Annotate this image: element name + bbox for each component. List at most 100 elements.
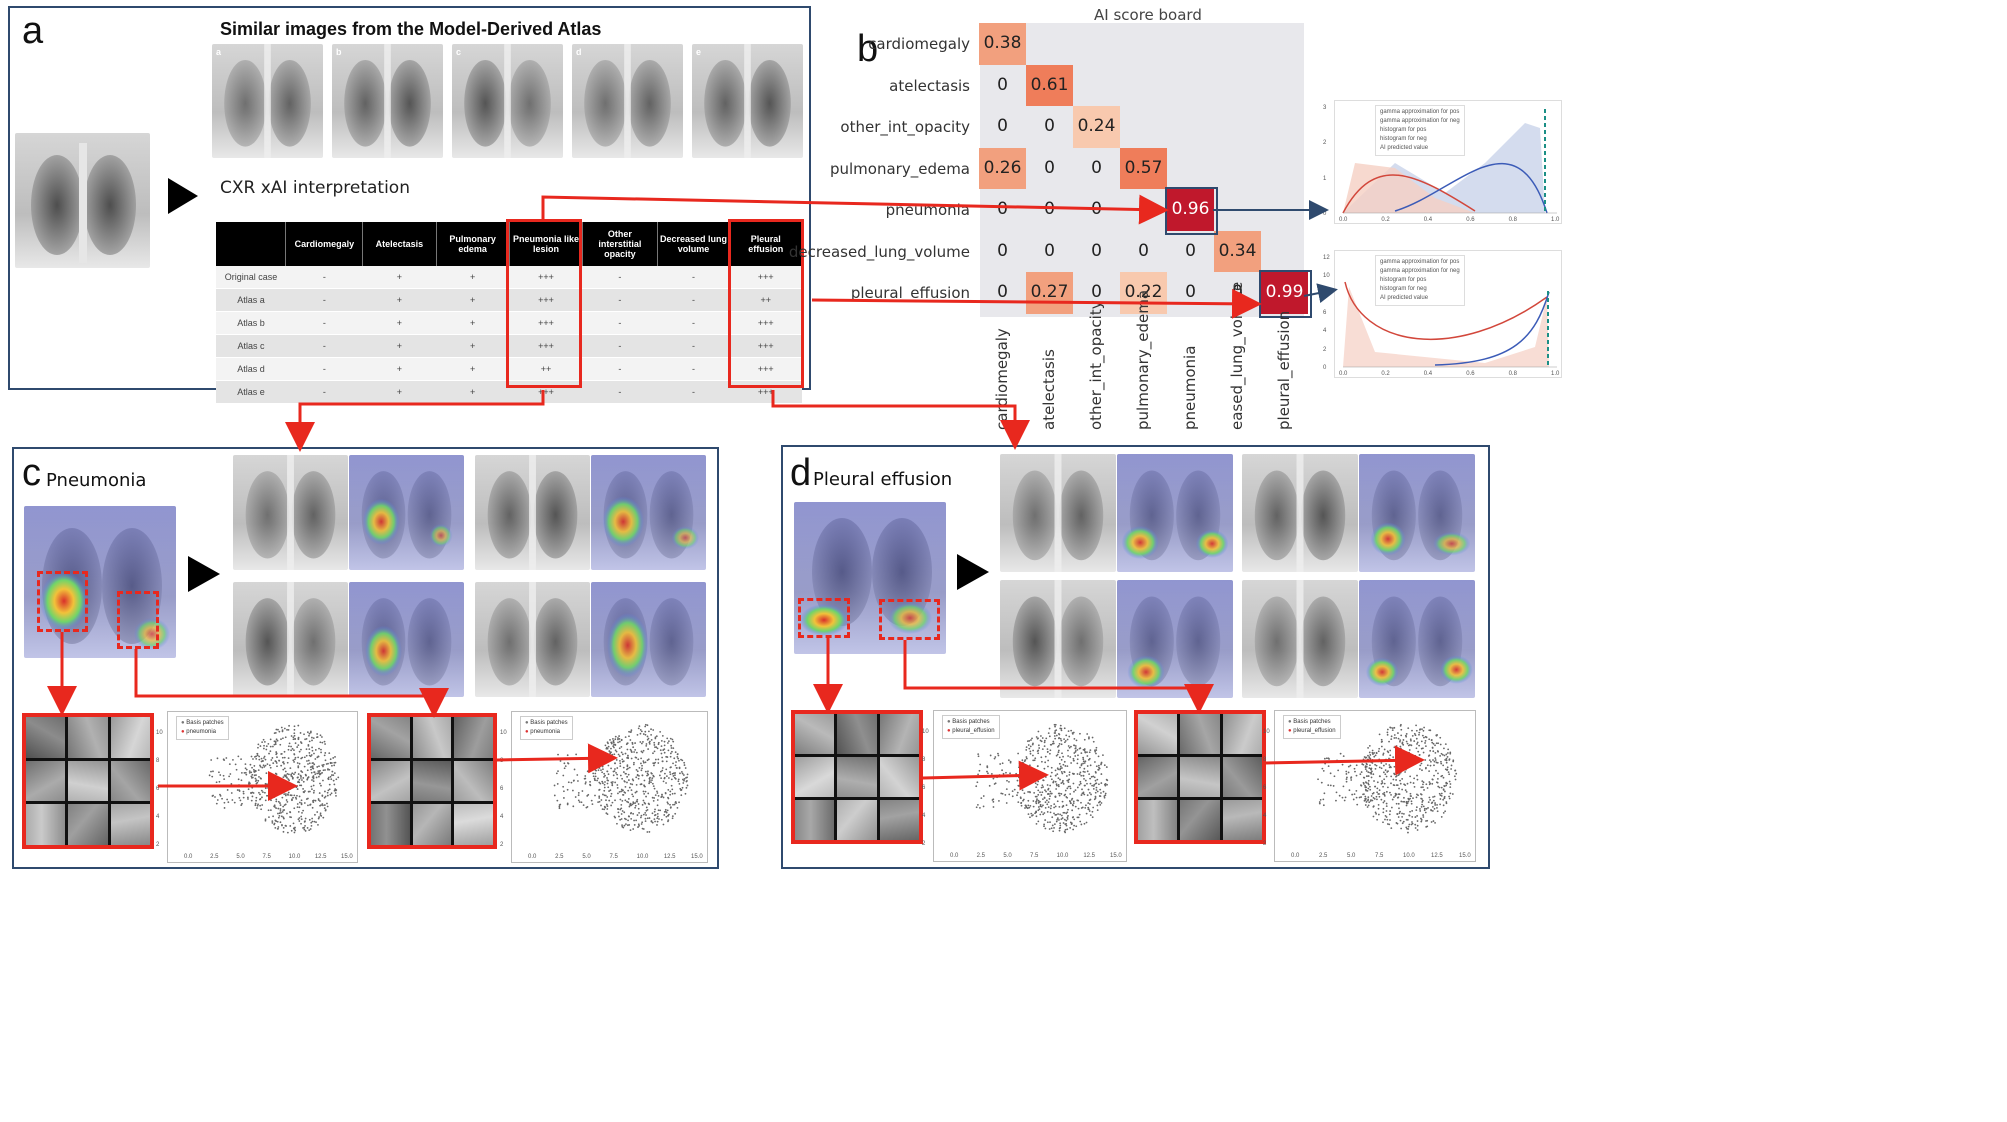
table-cell: - bbox=[285, 334, 363, 358]
atlas-thumb-b: b bbox=[332, 44, 443, 158]
scoreboard-row-label: atelectasis bbox=[889, 76, 970, 95]
panel-c-label: c bbox=[22, 452, 41, 494]
histogram-ytick: 2 bbox=[1323, 140, 1327, 147]
table-cell: - bbox=[657, 357, 731, 381]
patch-tile bbox=[879, 757, 919, 797]
histogram-xtick: 1.0 bbox=[1551, 217, 1560, 223]
table-header-cell: Cardiomegaly bbox=[285, 222, 364, 266]
table-cell: Atlas c bbox=[216, 334, 286, 358]
table-cell: + bbox=[436, 357, 510, 381]
scatter-xtick: 5.0 bbox=[582, 854, 591, 860]
scatter-xtick: 0.0 bbox=[1291, 853, 1300, 859]
scoreboard-col-label: pulmonary_edema bbox=[1134, 289, 1152, 430]
pneumonia-column-highlight bbox=[506, 219, 582, 388]
table-cell: - bbox=[285, 380, 363, 404]
scatter-xtick: 7.5 bbox=[1375, 853, 1384, 859]
scatter-ytick: 8 bbox=[922, 757, 926, 763]
scatter-legend: ● Basis patches● pleural_effusion bbox=[942, 715, 1000, 739]
scatter-ytick: 4 bbox=[1263, 813, 1267, 819]
scatter-xtick: 2.5 bbox=[976, 853, 985, 859]
scoreboard-cell: 0 bbox=[1091, 199, 1102, 219]
similar-xray bbox=[475, 582, 590, 697]
effusion-patch-grid-1 bbox=[791, 710, 923, 844]
histogram-ytick: 10 bbox=[1323, 273, 1330, 280]
patch-tile bbox=[26, 717, 66, 758]
scatter-xtick: 12.5 bbox=[1083, 853, 1096, 859]
scoreboard-col-label: cardiomegaly bbox=[993, 327, 1011, 430]
scatter-xtick: 2.5 bbox=[210, 854, 219, 860]
arrow-right-icon bbox=[168, 178, 198, 214]
histogram-xtick: 0.8 bbox=[1508, 371, 1517, 377]
patch-tile bbox=[1138, 714, 1178, 754]
patch-tile bbox=[837, 800, 877, 840]
interp-title: CXR xAI interpretation bbox=[220, 178, 410, 198]
histogram-legend-item: AI predicted value bbox=[1380, 295, 1429, 301]
scatter-legend-text: Basis patches bbox=[1293, 719, 1331, 725]
scatter-ytick: 6 bbox=[500, 786, 504, 792]
table-cell: +++ bbox=[509, 288, 583, 312]
panel-b-label: b bbox=[857, 28, 879, 70]
effusion-patch-grid-2 bbox=[1134, 710, 1266, 844]
scoreboard-cell: 0.38 bbox=[979, 23, 1026, 65]
scoreboard-row-label: pleural_effusion bbox=[850, 284, 970, 302]
panel-a-label: a bbox=[22, 10, 44, 52]
scatter-ytick: 10 bbox=[500, 730, 507, 736]
table-header-cell: Pulmonary edema bbox=[436, 222, 510, 266]
table-header-cell: Other interstitial opacity bbox=[582, 222, 658, 266]
scoreboard-title: AI score board bbox=[1094, 6, 1202, 24]
similar-xray bbox=[1000, 454, 1116, 572]
similar-heatmap bbox=[591, 455, 706, 570]
table-cell: - bbox=[657, 334, 731, 358]
patch-tile bbox=[110, 804, 150, 845]
scoreboard-cell: 0.27 bbox=[1026, 272, 1073, 314]
patch-tile bbox=[879, 800, 919, 840]
table-row: Atlas c-+++++--+++ bbox=[216, 334, 802, 358]
scatter-xtick: 5.0 bbox=[1347, 853, 1356, 859]
histogram-ytick: 12 bbox=[1323, 255, 1330, 261]
scoreboard-row-label: cardiomegaly bbox=[868, 35, 970, 53]
scoreboard-col-label: atelectasis bbox=[1040, 348, 1058, 430]
table-cell: + bbox=[436, 288, 510, 312]
table-cell: +++ bbox=[509, 334, 583, 358]
table-cell: +++ bbox=[509, 311, 583, 335]
histogram-ytick: 8 bbox=[1323, 291, 1327, 298]
histogram-ytick: 0 bbox=[1323, 365, 1327, 371]
scoreboard-col-label: other_int_opacity bbox=[1087, 299, 1105, 430]
patch-tile bbox=[837, 757, 877, 797]
histogram-xtick: 0.4 bbox=[1423, 371, 1433, 377]
table-cell: - bbox=[657, 380, 731, 404]
histogram-xtick: 0.2 bbox=[1381, 371, 1390, 377]
table-header-cell bbox=[216, 222, 287, 266]
table-cell: Original case bbox=[216, 266, 286, 289]
scoreboard-col-label: pneumonia bbox=[1181, 345, 1199, 430]
scatter-xtick: 5.0 bbox=[1003, 853, 1012, 859]
table-cell: + bbox=[362, 288, 437, 312]
table-header-cell: Decreased lung volume bbox=[657, 222, 731, 266]
table-cell: Atlas a bbox=[216, 288, 286, 312]
patch-tile bbox=[1222, 757, 1262, 797]
histogram-ytick: 0 bbox=[1323, 211, 1327, 217]
panel-c-title: Pneumonia bbox=[46, 470, 147, 491]
atlas-title: Similar images from the Model-Derived At… bbox=[220, 19, 602, 39]
scatter-ytick: 10 bbox=[922, 729, 929, 735]
scoreboard-cell: 0.24 bbox=[1073, 106, 1120, 148]
table-row: Atlas d-++++--+++ bbox=[216, 357, 802, 381]
scatter-ytick: 2 bbox=[1263, 841, 1267, 847]
scoreboard-cell: 0 bbox=[997, 282, 1008, 302]
similar-xray bbox=[1242, 580, 1358, 698]
similar-xray bbox=[475, 455, 590, 570]
histogram-legend-item: histogram for neg bbox=[1380, 136, 1427, 142]
scatter-legend-item: ● Basis patches bbox=[525, 720, 568, 726]
histogram-ytick: 1 bbox=[1323, 175, 1327, 182]
atlas-thumb-a: a bbox=[212, 44, 323, 158]
scoreboard-cell: 0 bbox=[1091, 240, 1102, 261]
table-cell: +++ bbox=[730, 311, 802, 335]
scatter-legend-item: ● pneumonia bbox=[181, 729, 216, 735]
table-cell: - bbox=[285, 357, 363, 381]
histogram-legend-item: histogram for pos bbox=[1380, 277, 1427, 283]
histogram-xtick: 0.0 bbox=[1339, 217, 1348, 223]
